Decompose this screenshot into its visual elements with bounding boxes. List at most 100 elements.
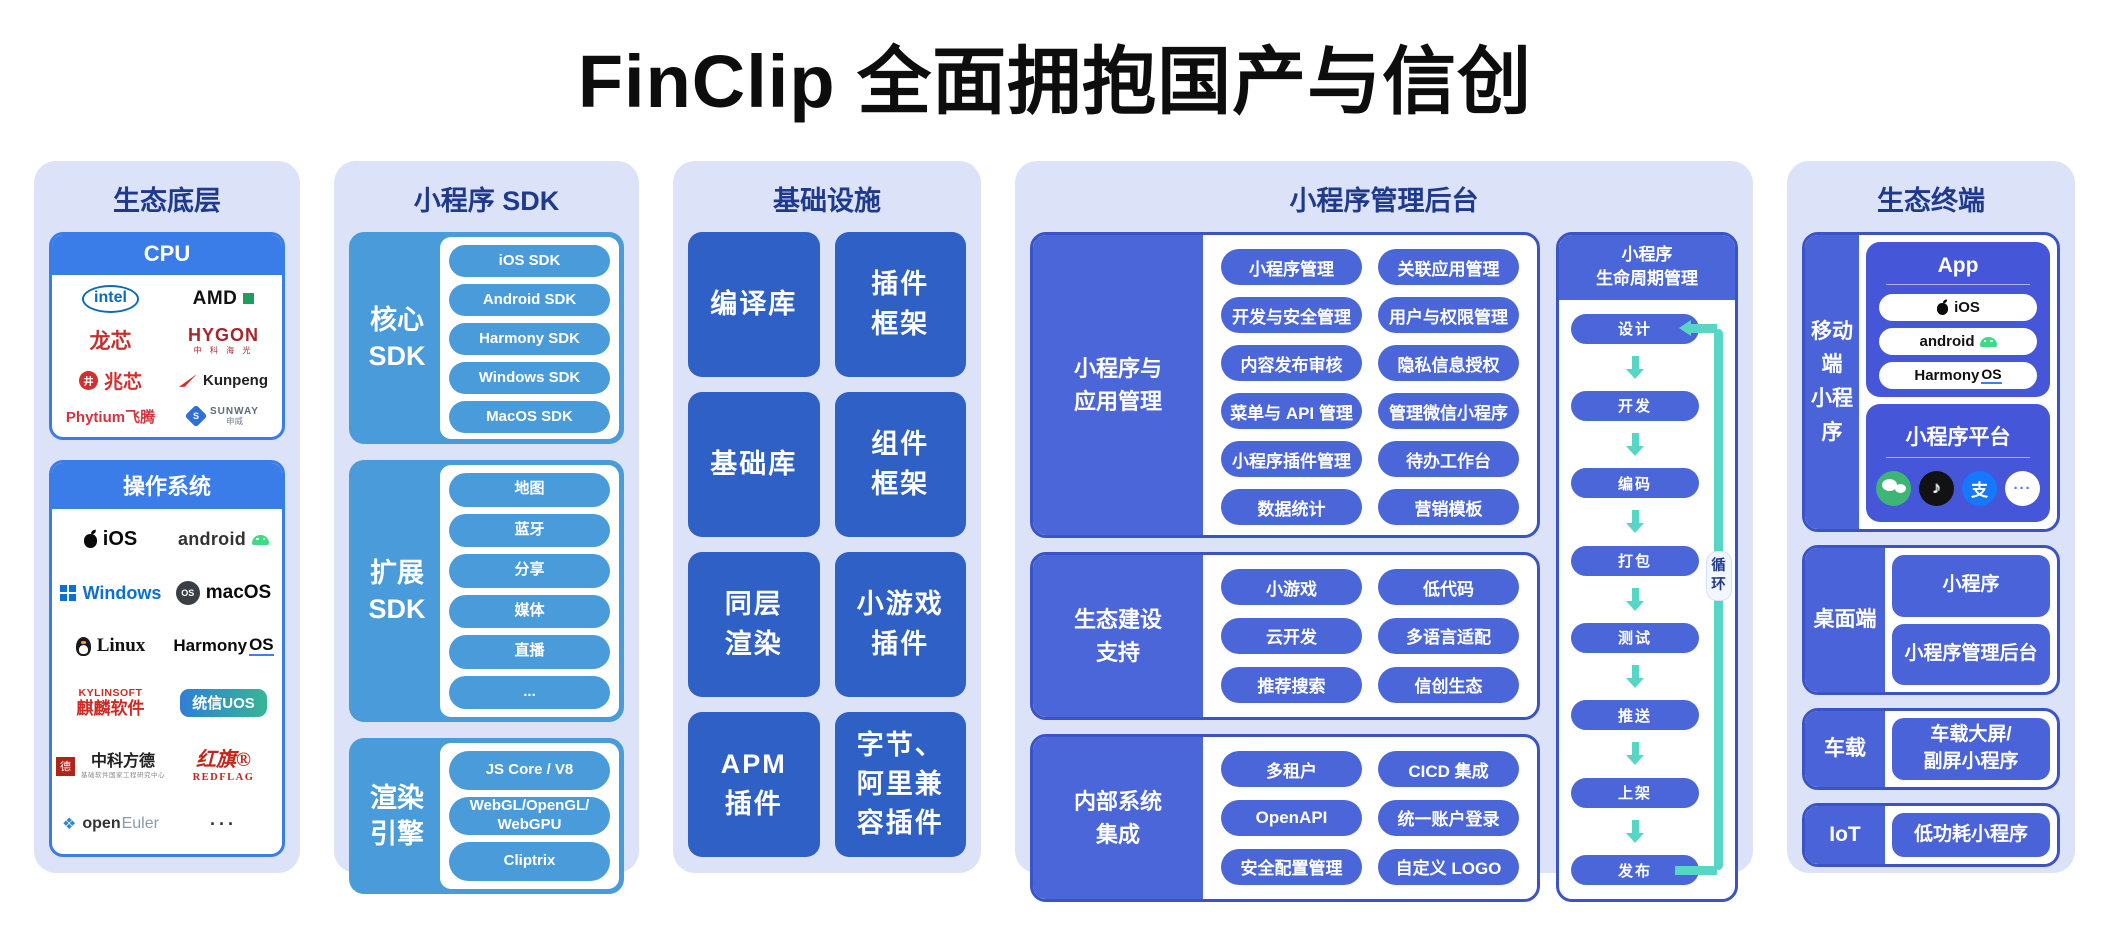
redflag-logo-subtext: REDFLAG [192,771,255,783]
terminal-tile: 车载大屏/ 副屏小程序 [1892,718,2050,780]
lifecycle-card: 小程序 生命周期管理 设计开发编码打包测试推送上架发布 循环 [1556,232,1738,902]
admin-pill: OpenAPI [1221,799,1362,836]
admin-pill: 营销模板 [1378,489,1519,525]
sdk-group-label: 核心 SDK [368,304,426,371]
admin-pill: 小程序管理 [1221,249,1362,285]
harmonyos-os-text: OS [249,635,274,657]
admin-pill: 内容发布审核 [1221,345,1362,381]
infra-tile: 同层 渲染 [688,552,820,697]
admin-pill: 小游戏 [1221,569,1362,606]
android-robot-icon [252,534,270,545]
lifecycle-step: 上架 [1571,777,1699,808]
admin-pill: 统一账户登录 [1378,799,1519,836]
admin-group-pills: 小程序管理关联应用管理开发与安全管理用户与权限管理内容发布审核隐私信息授权菜单与… [1203,235,1537,535]
logo-uos: 统信UOS [180,688,267,717]
infra-tile: APM 插件 [688,712,820,857]
wechat-icon [1876,470,1911,506]
admin-pill: 待办工作台 [1378,441,1519,477]
sdk-pill: MacOS SDK [449,401,610,433]
alipay-icon: 支 [1962,470,1997,506]
sdk-pill: 地图 [449,473,610,507]
admin-pill: 开发与安全管理 [1221,297,1362,333]
admin-groups: 小程序与 应用管理小程序管理关联应用管理开发与安全管理用户与权限管理内容发布审核… [1030,232,1540,902]
ios-text: iOS [1954,299,1980,316]
windows-logo-text: Windows [82,582,162,603]
windows-icon [59,584,77,602]
openeuler-icon: ❖ [62,816,77,834]
infra-tile: 组件 框架 [834,392,966,537]
ios-logo-text: iOS [102,528,138,551]
infra-tile: 字节、 阿里兼 容插件 [834,712,966,857]
sdk-pill: Windows SDK [449,362,610,394]
linux-penguin-icon [75,636,91,656]
logo-zhaoxin: 井兆芯 [78,367,142,394]
iot-card: IoT 低功耗小程序 [1802,803,2060,867]
lifecycle-step: 推送 [1571,700,1699,731]
sunway-logo-subtext: 申威 [225,416,243,427]
admin-pill: 小程序插件管理 [1221,441,1362,477]
logo-kunpeng: Kunpeng [179,372,268,389]
fangde-seal-icon: 德 [56,756,75,776]
admin-group-label: 内部系统 集成 [1033,736,1203,899]
kunpeng-wing-icon [179,373,197,387]
sdk-pill: 蓝牙 [449,513,610,547]
admin-pill: 多语言适配 [1378,617,1519,654]
openeuler-logo-text: open [82,815,121,833]
admin-group-label: 小程序与 应用管理 [1033,235,1203,535]
down-arrow-icon [1626,355,1644,379]
macos-logo-text: macOS [205,582,272,604]
fangde-logo-text: 中科方德 [90,753,155,771]
more-icon: ··· [2005,470,2040,506]
harmony-os-text: OS [1981,366,2002,384]
kylinsoft-logo-text: KYLINSOFT [78,687,143,700]
platform-card-title: 小程序平台 [1905,425,2011,449]
apple-icon [83,534,97,549]
admin-pill: 低代码 [1378,569,1519,606]
android-logo-text: android [177,529,247,550]
loop-bottom-segment [1675,865,1717,875]
kunpeng-logo-text: Kunpeng [203,371,268,389]
amd-arrow-icon [243,293,255,305]
lifecycle-step: 发布 [1571,855,1699,885]
app-pill-android: android [1879,328,2037,355]
openeuler-logo-text2: Euler [121,815,159,833]
admin-group-card: 小程序与 应用管理小程序管理关联应用管理开发与安全管理用户与权限管理内容发布审核… [1030,232,1540,538]
terminal-tile: 小程序 [1892,555,2050,617]
kylinsoft-logo-subtext: 麒麟软件 [76,699,145,719]
uos-logo-badge: 统信UOS [180,688,267,717]
desktop-card-tiles: 小程序小程序管理后台 [1885,548,2057,692]
harmony-text: Harmony [1914,367,1980,384]
infra-title: 基础设施 [773,186,881,216]
lifecycle-body: 设计开发编码打包测试推送上架发布 循环 [1559,300,1735,899]
fangde-logo: 中科方德基础软件国家工程研究中心 [81,753,165,779]
car-label: 车载 [1805,711,1885,787]
admin-pill: 信创生态 [1378,666,1519,703]
logo-intel: intel [82,284,139,313]
down-arrow-icon [1626,433,1644,457]
terminals-title: 生态终端 [1877,186,1985,216]
zhaoxin-logo-text: 兆芯 [103,371,142,393]
apple-icon [1937,303,1949,315]
linux-logo-text: Linux [96,635,146,657]
admin-pill: 用户与权限管理 [1378,297,1519,333]
logo-loongson: 龙芯 [90,325,132,355]
sdk-pill: ... [449,675,610,709]
down-arrow-icon [1626,819,1644,843]
